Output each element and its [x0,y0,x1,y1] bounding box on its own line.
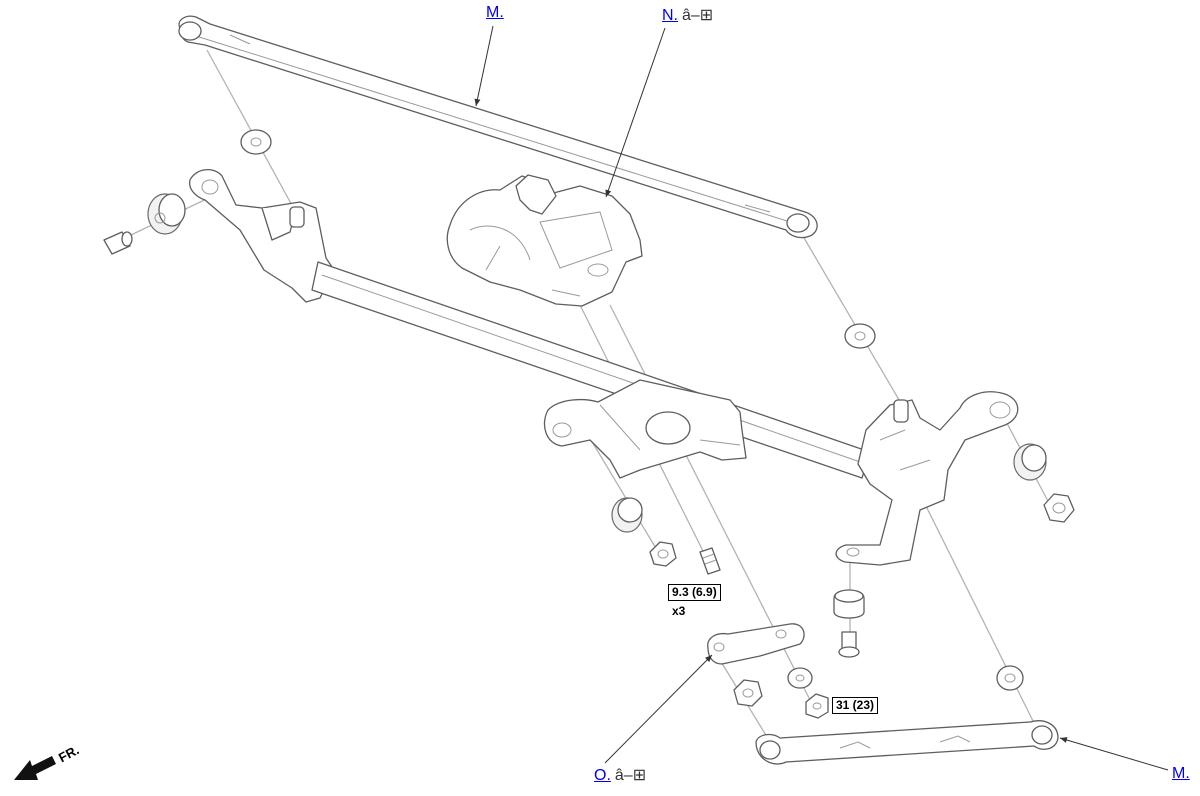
external-page-icon: â–⊞ [682,7,714,24]
callout-m-bottom[interactable]: M. [1172,765,1190,783]
external-page-icon: â–⊞ [614,767,647,784]
callout-n-link[interactable]: N. [662,7,678,24]
crank-grommet [733,679,763,707]
crank-arm [707,623,805,665]
callout-m-bottom-link[interactable]: M. [1172,765,1190,782]
mounting-bolt [699,547,721,575]
grommet-upper-left [240,129,272,155]
lower-rod-grommet [996,665,1024,691]
torque-spec-nut: 31 (23) [832,697,879,714]
right-grommet [1043,493,1075,523]
grommet-upper-right [844,323,876,349]
crank-washer [787,667,813,689]
callout-o-link[interactable]: O. [594,767,611,784]
callout-m-top-link[interactable]: M. [486,4,504,21]
left-collar [103,231,133,255]
callout-n[interactable]: N.â–⊞ [662,7,713,25]
crank-nut [805,693,829,719]
lower-link-rod [755,720,1059,765]
callout-m-top[interactable]: M. [486,4,504,22]
callout-o[interactable]: O.â–⊞ [594,767,646,785]
callout-leaders [474,25,1169,771]
lower-collar [838,631,860,658]
front-arrow-icon [14,756,56,780]
center-grommet [649,541,677,567]
lower-grommet [833,589,865,619]
torque-spec-bolt-qty: x3 [672,604,686,618]
left-bushing [147,193,186,235]
upper-link-rod [178,15,818,239]
right-bushing [1013,443,1047,481]
wiper-linkage-frame [188,169,1019,566]
wiper-motor [446,174,643,307]
torque-spec-bolt: 9.3 (6.9) [668,584,721,601]
center-bushing [611,497,643,533]
